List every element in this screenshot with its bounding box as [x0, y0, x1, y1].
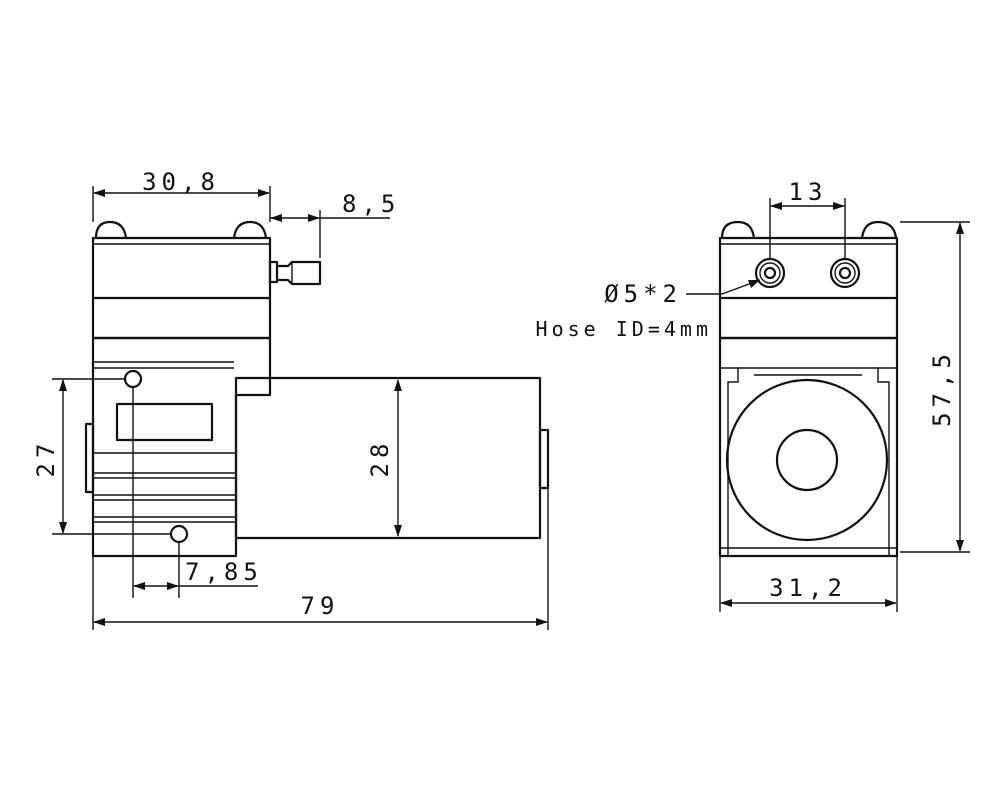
dim-width-top: 30,8	[142, 168, 220, 196]
pump-head	[91, 236, 272, 340]
dim-nozzle: 8,5	[342, 190, 400, 218]
dim-total-length: 79	[301, 592, 340, 620]
motor-shaft-boss	[775, 428, 839, 492]
side-view: 30,8 8,5 27 28 7,85 79	[32, 168, 550, 630]
motor-face	[725, 378, 889, 542]
body-window	[115, 402, 214, 442]
screw-cap-left	[94, 220, 128, 239]
dim-height-left: 27	[32, 439, 60, 478]
front-view: 13 Ø5*2 Hose ID=4mm 57,5 31,2	[536, 178, 970, 612]
pump-body	[91, 336, 272, 558]
mount-hole-top	[123, 369, 143, 389]
hose-id-label: Hose ID=4mm	[536, 317, 712, 341]
front-head	[718, 236, 899, 340]
mount-hole-bottom	[169, 524, 189, 544]
dim-front-height: 57,5	[928, 349, 956, 427]
hose-nozzle	[268, 260, 322, 286]
dim-motor-dia: 28	[366, 439, 394, 478]
dim-port-dia: Ø5*2	[604, 280, 682, 308]
screw-cap-right	[232, 220, 268, 239]
dim-port-spacing: 13	[789, 178, 828, 206]
port-right	[829, 257, 861, 289]
dim-front-width: 31,2	[769, 574, 847, 602]
dim-hole-offset: 7,85	[185, 558, 263, 586]
port-left	[754, 257, 786, 289]
front-body	[718, 336, 899, 558]
